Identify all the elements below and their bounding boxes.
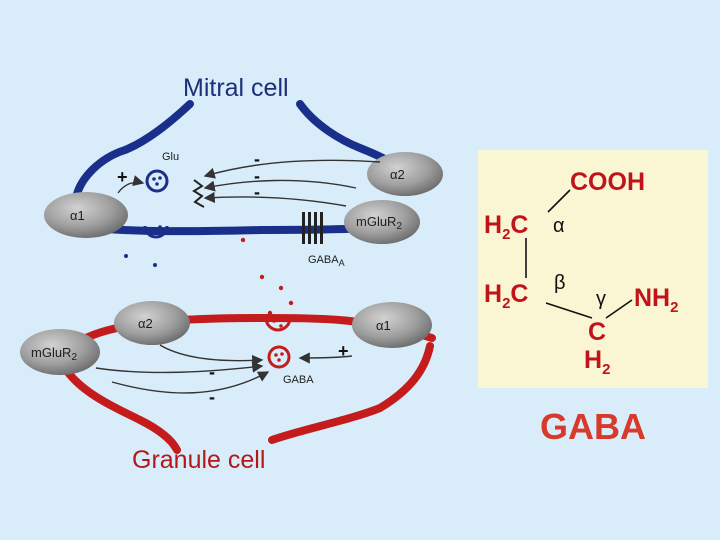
gaba-structure-title: GABA (540, 406, 646, 447)
granule-plus-sign: + (338, 341, 349, 361)
mitral-mglur2-label: mGluR2 (356, 214, 402, 232)
c-gamma-label: C (588, 318, 606, 346)
mitral-membrane-upper (72, 100, 194, 202)
gaba-a-label: GABAA (308, 254, 345, 268)
glu-release-site (143, 225, 169, 239)
granule-alpha1-label: α1 (376, 318, 391, 333)
mitral-inhibit-arrow-3 (203, 191, 347, 207)
mitral-alpha2-receptor (367, 152, 443, 196)
mitral-alpha2-label: α2 (390, 167, 405, 182)
mitral-block-zigzag (192, 179, 205, 208)
structure-panel (478, 150, 708, 388)
glu-label: Glu (162, 151, 179, 163)
granule-membrane-right (268, 342, 434, 444)
mitral-alpha1-arrow (117, 175, 145, 194)
granule-mglur2-arrow-1 (95, 361, 264, 374)
mitral-plus-sign: + (117, 167, 128, 187)
mitral-minus-sign-2: - (254, 166, 260, 186)
granule-mglur2-label: mGluR2 (31, 345, 77, 363)
mitral-minus-sign-3: - (254, 182, 260, 202)
mitral-cell-title: Mitral cell (183, 74, 289, 102)
mitral-inhibit-arrow-1 (203, 159, 381, 179)
granule-alpha1-arrow (298, 352, 353, 364)
granule-release-site (264, 317, 292, 332)
gamma-label: γ (596, 288, 606, 310)
granule-membrane-left (56, 356, 181, 454)
granule-minus-sign-1: - (209, 362, 215, 382)
mitral-minus-sign-1: - (254, 149, 260, 169)
granule-alpha2-arrow (159, 344, 264, 367)
h2-gamma-label: H2 (584, 346, 610, 378)
granule-mglur2-arrow-2 (111, 371, 270, 394)
glu-vesicle (145, 169, 169, 193)
mitral-inhibit-arrow-2 (203, 179, 357, 192)
mitral-alpha1-receptor (44, 192, 128, 238)
cooh-label: COOH (570, 168, 645, 196)
granule-mglur2-receptor (20, 329, 100, 375)
granule-alpha2-receptor (114, 301, 190, 345)
alpha-label: α (553, 215, 565, 237)
granule-alpha1-receptor (352, 302, 432, 348)
gaba-release-dots (240, 237, 294, 316)
beta-label: β (554, 272, 566, 294)
gaba-vesicle (267, 345, 291, 369)
released-glutamate (124, 254, 157, 267)
granule-minus-sign-2: - (209, 387, 215, 407)
gaba-vesicle-label: GABA (283, 374, 314, 386)
h2c-alpha-label: H2C (484, 211, 528, 243)
h2c-beta-label: H2C (484, 280, 528, 312)
mitral-alpha1-label: α1 (70, 208, 85, 223)
gaba-a-channel (302, 212, 323, 244)
structure-bonds (525, 189, 633, 319)
granule-cell-title: Granule cell (132, 446, 265, 474)
mitral-mglur2-receptor (344, 200, 420, 244)
nh2-label: NH2 (634, 284, 678, 316)
granule-alpha2-label: α2 (138, 316, 153, 331)
